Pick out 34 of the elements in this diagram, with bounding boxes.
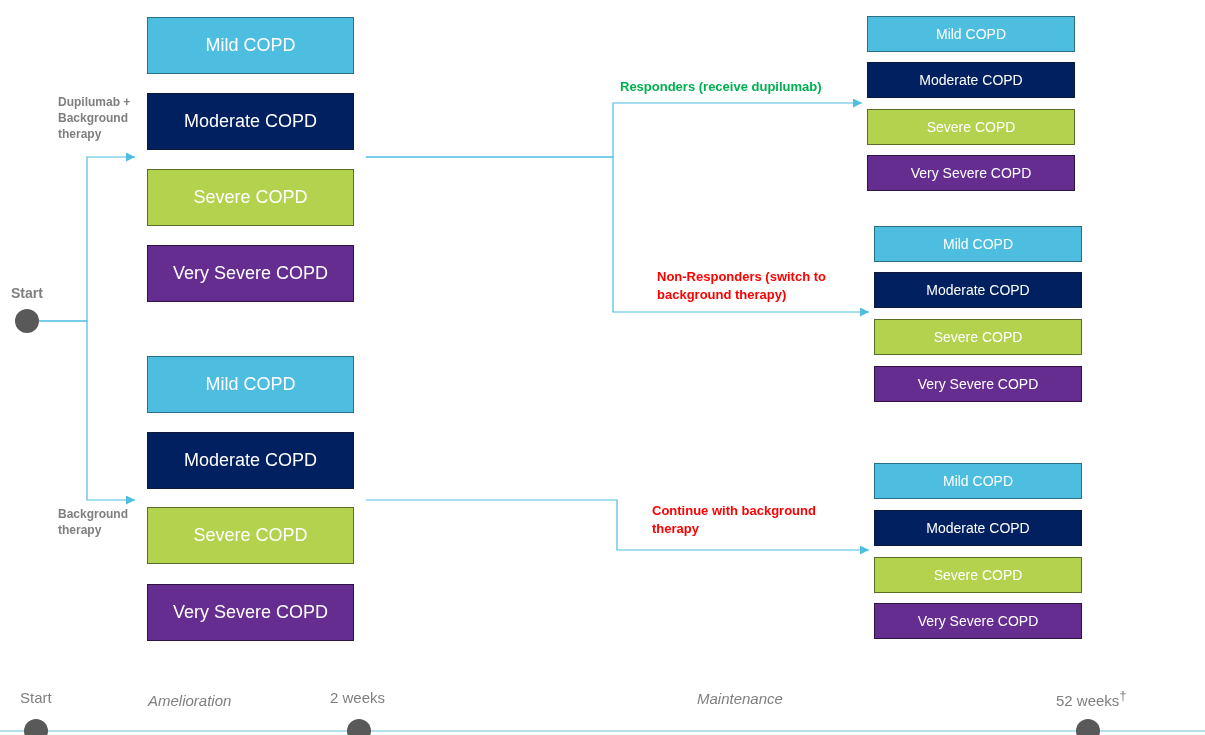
timeline-label: Maintenance — [697, 690, 783, 707]
severity-box: Very Severe COPD — [867, 155, 1075, 191]
edge-label: Dupilumab + Background therapy — [58, 94, 132, 143]
severity-box: Mild COPD — [874, 463, 1082, 499]
edge-label: Continue with background therapy — [652, 502, 817, 538]
severity-box: Severe COPD — [874, 557, 1082, 593]
connector-arrow — [365, 156, 870, 317]
timeline-label: 2 weeks — [330, 689, 386, 706]
severity-box: Moderate COPD — [147, 432, 354, 489]
edge-label: Non-Responders (switch to background therapy) — [657, 268, 827, 304]
severity-box: Severe COPD — [867, 109, 1075, 145]
severity-box: Mild COPD — [874, 226, 1082, 262]
severity-box: Moderate COPD — [874, 510, 1082, 546]
connector-arrow — [38, 320, 136, 505]
node-label: Start — [11, 285, 44, 301]
severity-box: Moderate COPD — [147, 93, 354, 150]
severity-box: Very Severe COPD — [874, 603, 1082, 639]
timeline-label: 52 weeks$^{†}$ — [1056, 689, 1127, 709]
severity-box: Severe COPD — [147, 507, 354, 564]
severity-box: Very Severe COPD — [147, 584, 354, 641]
edge-label: Background therapy — [58, 506, 129, 539]
timeline-label: Amelioration — [148, 692, 232, 709]
edge-label: Responders (receive dupilumab) — [620, 78, 823, 96]
severity-box: Very Severe COPD — [874, 366, 1082, 402]
severity-box: Mild COPD — [867, 16, 1075, 52]
severity-box: Mild COPD — [147, 17, 354, 74]
severity-box: Mild COPD — [147, 356, 354, 413]
severity-box: Very Severe COPD — [147, 245, 354, 302]
timeline-label: Start — [20, 689, 52, 706]
severity-box: Moderate COPD — [867, 62, 1075, 98]
severity-box: Moderate COPD — [874, 272, 1082, 308]
connector-arrow — [365, 499, 870, 555]
severity-box: Severe COPD — [874, 319, 1082, 355]
severity-box: Severe COPD — [147, 169, 354, 226]
